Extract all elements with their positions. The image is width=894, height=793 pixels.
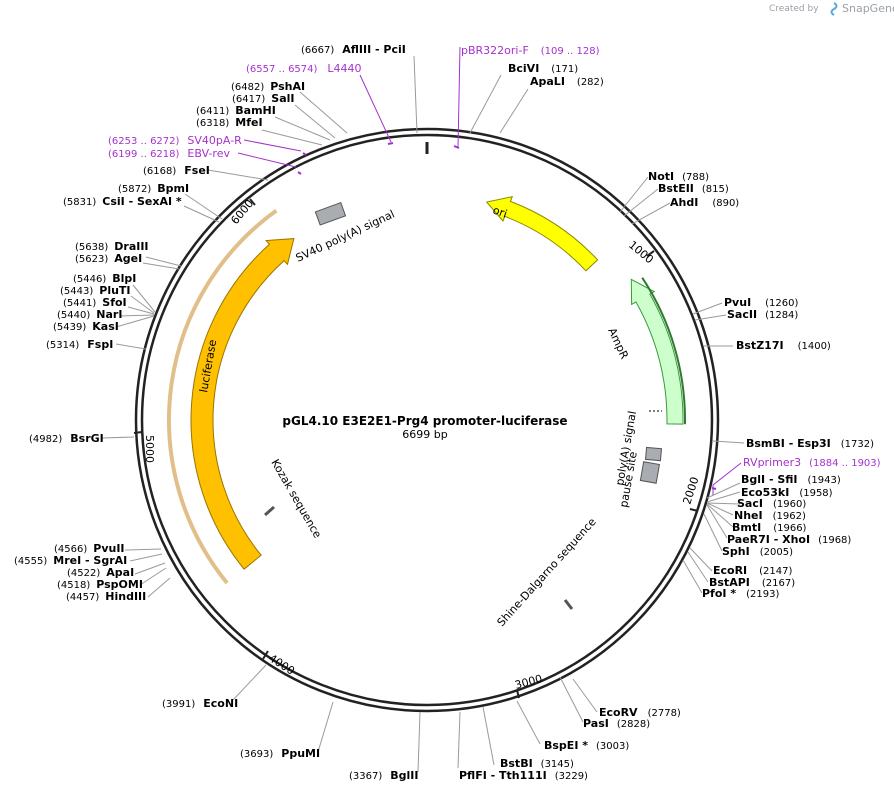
primer-label: (6253 .. 6272)SV40pA-R <box>108 134 242 147</box>
enzyme-label: (6667)AflIII - PciI <box>301 43 406 56</box>
enzyme-label: (6417)SalI <box>232 92 294 105</box>
sv40-polya-box <box>314 201 347 226</box>
feature-arrow-ori <box>485 196 599 272</box>
enzyme-label: (5314)FspI <box>46 338 113 351</box>
enzyme-label: (4566)PvuII <box>54 542 125 555</box>
enzyme-label: BciVI(171) <box>508 62 578 75</box>
enzyme-label: BstZ17I(1400) <box>736 339 831 352</box>
enzyme-label: EcoRI(2147) <box>713 564 793 577</box>
tick-3000: 3000 <box>513 672 544 699</box>
ampr-promoter-band <box>641 277 686 425</box>
enzyme-label: (3991)EcoNI <box>162 697 238 710</box>
enzyme-label: BstBI(3145) <box>500 757 574 770</box>
enzyme-label: AhdI(890) <box>670 196 739 209</box>
primer-label: RVprimer3(1884 .. 1903) <box>743 456 881 469</box>
enzyme-label: BglI - SfiI(1943) <box>741 473 841 486</box>
enzyme-label: PasI(2828) <box>583 717 650 730</box>
feature-label-ori: ori <box>491 204 509 221</box>
enzyme-label: SacII(1284) <box>727 308 798 321</box>
plasmid-name: pGL4.10 E3E2E1-Prg4 promoter-luciferase <box>282 414 567 428</box>
feature-label-ampr: AmpR <box>605 326 631 362</box>
primer-label: pBR322ori-F(109 .. 128) <box>461 44 600 57</box>
feature-label-kozak: Kozak sequence <box>268 457 324 541</box>
primer-lines <box>237 46 742 495</box>
enzyme-label: (4522)ApaI <box>67 566 134 579</box>
enzyme-label: PflFI - Tth111I(3229) <box>459 769 588 782</box>
leader-lines <box>101 55 745 773</box>
enzyme-label: (6411)BamHI <box>196 104 276 117</box>
feature-label-shine-dalgarno: Shine-Dalgarno sequence <box>495 515 599 629</box>
enzyme-label: BstEII(815) <box>658 182 729 195</box>
enzyme-label: BsmBI - Esp3I(1732) <box>746 437 874 450</box>
enzyme-label: (4982)BsrGI <box>29 432 104 445</box>
feature-arrow-luciferase <box>190 238 295 570</box>
enzyme-label: (5439)KasI <box>53 320 119 333</box>
enzyme-label: (6168)FseI <box>143 164 210 177</box>
enzyme-label: (5623)AgeI <box>75 252 142 265</box>
credit-prefix: Created by <box>769 4 819 14</box>
snapgene-logo-icon <box>830 2 838 16</box>
enzyme-labels: (6667)AflIII - PciI BciVI(171) ApaLI(282… <box>14 43 874 782</box>
enzyme-label: PfoI *(2193) <box>702 587 779 600</box>
primer-label: (6557 .. 6574)L4440 <box>246 62 362 75</box>
shine-dalgarno-mark <box>563 599 574 610</box>
enzyme-label: (5443)PluTI <box>60 284 131 297</box>
enzyme-label: PvuI(1260) <box>724 296 799 309</box>
tick-5000: 5000 <box>133 431 156 463</box>
enzyme-label: (5638)DraIII <box>75 240 149 253</box>
luciferase-outline <box>167 208 278 585</box>
enzyme-label: (5446)BlpI <box>73 272 136 285</box>
enzyme-label: (5831)CsiI - SexAI * <box>63 195 182 208</box>
primer-labels: pBR322ori-F(109 .. 128) (6557 .. 6574)L4… <box>108 44 881 469</box>
enzyme-label: (5441)SfoI <box>63 296 127 309</box>
feature-arrow-ampr <box>630 278 684 425</box>
enzyme-label: NheI(1962) <box>734 509 806 522</box>
enzyme-label: SacI(1960) <box>737 497 806 510</box>
enzyme-label: (3693)PpuMI <box>240 747 320 760</box>
enzyme-label: ApaLI(282) <box>530 75 604 88</box>
pause-site-box <box>639 461 661 484</box>
kozak-mark <box>264 505 275 517</box>
backbone-inner <box>140 133 714 707</box>
enzyme-label: BstAPI(2167) <box>709 576 795 589</box>
primer-marks <box>297 142 717 490</box>
enzyme-label: BspEI *(3003) <box>544 739 629 752</box>
plasmid-size: 6699 bp <box>402 428 447 441</box>
enzyme-label: (3367)BglII <box>349 769 418 782</box>
enzyme-label: (4457)HindIII <box>66 590 146 603</box>
svg-text:5000: 5000 <box>143 435 156 463</box>
svg-text:2000: 2000 <box>680 475 701 506</box>
enzyme-label: (4555)MreI - SgrAI <box>14 554 127 567</box>
polya-signal-box <box>644 446 663 462</box>
primer-label: (6199 .. 6218)EBV-rev <box>108 147 230 160</box>
enzyme-label: Eco53kI(1958) <box>741 486 833 499</box>
enzyme-label: PaeR7I - XhoI(1968) <box>727 533 851 546</box>
feature-arcs <box>190 196 686 570</box>
enzyme-label: NotI(788) <box>648 170 709 183</box>
enzyme-label: (5872)BpmI <box>118 182 189 195</box>
enzyme-label: (4518)PspOMI <box>57 578 143 591</box>
backbone-outer <box>134 127 720 713</box>
enzyme-label: BmtI(1966) <box>732 521 807 534</box>
enzyme-label: (5440)NarI <box>57 308 122 321</box>
enzyme-label: (6482)PshAI <box>231 80 305 93</box>
enzyme-label: EcoRV(2778) <box>599 706 681 719</box>
enzyme-label: (6318)MfeI <box>196 116 263 129</box>
credit-app: SnapGene <box>842 2 894 15</box>
svg-text:4000: 4000 <box>266 652 297 678</box>
enzyme-label: SphI(2005) <box>722 545 793 558</box>
